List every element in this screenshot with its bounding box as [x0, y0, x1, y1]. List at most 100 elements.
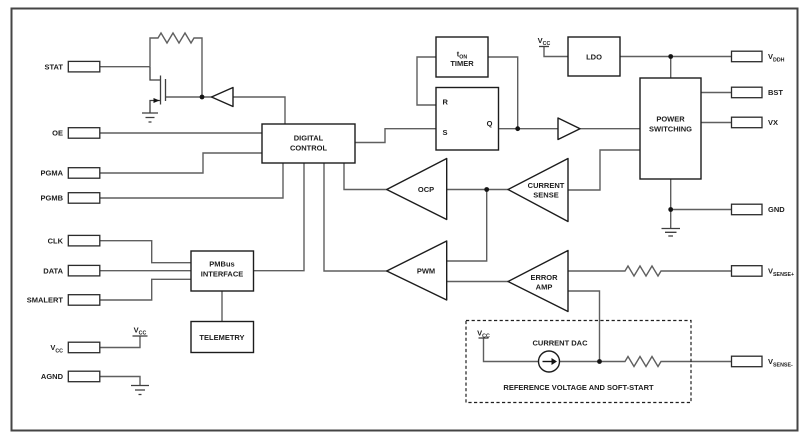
junction-dot	[597, 359, 602, 364]
mosfet-arrow-icon	[153, 98, 160, 103]
wire	[100, 278, 191, 301]
pin-oe: OE	[52, 127, 101, 139]
interconnect-wires	[100, 31, 732, 386]
pin-gnd-label: GND	[768, 205, 785, 214]
vcc-supply-icon: VCC	[132, 326, 148, 337]
pin-vsense-minus: VSENSE-	[730, 355, 793, 368]
pin-stat: STAT	[45, 60, 101, 73]
ground-icon	[142, 112, 158, 123]
pin-agnd: AGND	[41, 370, 101, 383]
left-pins: STAT OE PGMA PGMB CLK DATA SMALERT VCC	[27, 60, 101, 383]
wire	[233, 96, 286, 124]
rs-latch-box	[435, 86, 500, 151]
pin-data-box	[67, 264, 101, 277]
block-digital-control: DIGITAL CONTROL	[261, 123, 356, 164]
wire	[323, 163, 387, 272]
pin-vcc-box	[67, 341, 101, 354]
pin-vsense-plus-box	[730, 265, 763, 277]
buffer-icon	[557, 117, 581, 141]
wire	[446, 189, 488, 262]
ground-icon	[131, 384, 149, 396]
vcc-supply-icon: VCC	[477, 329, 490, 340]
pin-vsense-minus-label: VSENSE-	[768, 357, 793, 368]
pin-vsense-minus-box	[730, 355, 763, 368]
pin-agnd-label: AGND	[41, 372, 64, 381]
pin-clk: CLK	[48, 234, 101, 247]
pin-data: DATA	[43, 264, 101, 277]
pin-vddh-box	[730, 50, 763, 63]
pin-smalert-box	[67, 294, 101, 306]
wire	[568, 290, 601, 362]
error-amp-label: ERROR	[530, 273, 558, 282]
pin-agnd-box	[67, 370, 101, 383]
junction-dot	[484, 187, 490, 192]
block-rs-latch: R S Q	[435, 86, 500, 151]
digital-control-label: CONTROL	[290, 144, 327, 153]
junction-dot	[668, 54, 674, 59]
telemetry-label: TELEMETRY	[199, 333, 244, 342]
pin-vcc-label: VCC	[50, 343, 63, 354]
pullup-resistor-icon	[149, 31, 203, 97]
block-telemetry: TELEMETRY	[190, 320, 255, 354]
wire	[568, 149, 640, 191]
pin-pgmb-label: PGMB	[41, 194, 64, 203]
ton-timer-label: tON	[457, 50, 468, 61]
junction-dot	[199, 94, 205, 100]
pin-vddh: VDDH	[730, 50, 785, 63]
pwm-label: PWM	[417, 267, 435, 276]
sense-resistor-icon	[559, 355, 732, 368]
wire	[100, 375, 141, 386]
block-ldo: LDO	[567, 36, 621, 77]
pin-bst: BST	[730, 86, 783, 99]
digital-control-box	[261, 123, 356, 164]
pin-vsense-plus-label: VSENSE+	[768, 267, 794, 278]
pmbus-interface-label: INTERFACE	[201, 270, 244, 279]
block-power-switching: POWER SWITCHING	[639, 77, 702, 180]
inverter-icon	[210, 86, 234, 108]
block-pmbus-interface: PMBus INTERFACE	[190, 250, 255, 292]
ground-icon	[661, 227, 680, 237]
wire	[253, 163, 305, 272]
block-ton-timer: tON TIMER	[435, 36, 489, 78]
status-mosfet-icon	[149, 66, 167, 113]
block-ocp: OCP	[386, 157, 448, 221]
pin-gnd: GND	[730, 203, 785, 216]
vcc-supply-label: VCC	[538, 36, 551, 47]
pin-vx-label: VX	[768, 118, 778, 127]
pin-vcc: VCC	[50, 341, 101, 354]
current-sense-label: SENSE	[533, 191, 558, 200]
pin-gnd-box	[730, 203, 763, 216]
right-pins: VDDH BST VX GND VSENSE+ VSENSE-	[730, 50, 794, 368]
ocp-label: OCP	[418, 185, 434, 194]
power-switching-box	[639, 77, 702, 180]
pin-clk-box	[67, 234, 101, 247]
pin-stat-box	[67, 60, 101, 73]
block-pwm: PWM	[386, 240, 448, 301]
vcc-supply-icon: VCC	[538, 36, 551, 47]
pin-pgmb-box	[67, 192, 101, 204]
reference-softstart-label: REFERENCE VOLTAGE AND SOFT-START	[503, 383, 654, 392]
diagram-border	[10, 7, 799, 432]
wire	[100, 336, 141, 349]
latch-q-label: Q	[487, 119, 493, 128]
pin-oe-box	[67, 127, 101, 139]
pin-pgma-box	[67, 167, 101, 179]
power-switching-label: SWITCHING	[649, 125, 692, 134]
pin-vsense-plus: VSENSE+	[730, 265, 794, 278]
wire	[100, 152, 262, 174]
pin-clk-label: CLK	[48, 236, 64, 245]
telemetry-box	[190, 320, 255, 354]
pmbus-interface-label: PMBus	[209, 260, 234, 269]
wire	[355, 127, 436, 144]
pin-pgmb: PGMB	[41, 192, 101, 204]
pin-vx-box	[730, 116, 763, 129]
block-current-sense: CURRENT SENSE	[507, 157, 569, 223]
wire	[488, 56, 519, 129]
pin-oe-label: OE	[52, 129, 63, 138]
pin-smalert-label: SMALERT	[27, 296, 64, 305]
wire	[100, 239, 191, 264]
junction-dot	[515, 126, 521, 132]
reference-softstart-box	[465, 319, 692, 404]
